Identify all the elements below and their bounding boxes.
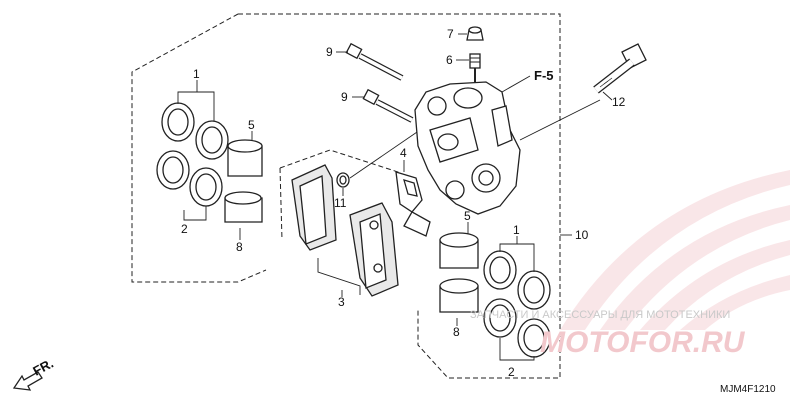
leader-11-link [349, 129, 421, 179]
callout-3: 3 [338, 295, 345, 309]
leader-2-bottom [499, 338, 535, 361]
diagram-code: MJM4F1210 [720, 384, 776, 395]
bleed-valve-cap [466, 26, 484, 41]
watermark-brand: MOTOFOR.RU [540, 326, 746, 359]
piston-seal-group-left [156, 102, 263, 223]
callout-6: 6 [446, 53, 453, 67]
callout-7: 7 [447, 27, 454, 41]
callout-11: 11 [334, 196, 347, 210]
plug [336, 172, 350, 188]
callout-8-bottom: 8 [453, 325, 460, 339]
left-dashed-group [131, 13, 561, 283]
callout-4: 4 [400, 146, 407, 160]
callout-12: 12 [612, 95, 626, 109]
callout-9-bottom: 9 [341, 90, 348, 104]
watermark-wing-logo [560, 170, 790, 330]
callout-10: 10 [575, 228, 589, 242]
callout-5-top: 5 [248, 118, 255, 132]
reference-label-f5: F-5 [534, 68, 554, 83]
callout-5-bottom: 5 [464, 209, 471, 223]
front-direction-arrow [12, 371, 43, 391]
leader-3 [317, 258, 361, 297]
bleed-valve [469, 53, 481, 82]
callout-1-top: 1 [193, 67, 200, 81]
leader-12-link [519, 99, 601, 141]
piston-seal-group-right [439, 232, 551, 358]
callout-2-top: 2 [181, 222, 188, 236]
leader-1-top [177, 80, 215, 121]
callout-1-bottom: 1 [513, 223, 520, 237]
leader-12 [602, 91, 613, 101]
callout-2-bottom: 2 [508, 365, 515, 379]
leader-2-top [183, 206, 207, 221]
pad-pin-upper [345, 42, 404, 81]
leader-1-bottom [499, 236, 535, 272]
mounting-bolt [593, 43, 647, 94]
leader-f5 [501, 75, 531, 93]
callout-9-top: 9 [326, 45, 333, 59]
pad-dashed-group [279, 149, 419, 241]
callout-8-top: 8 [236, 240, 243, 254]
pad-pin-lower [362, 88, 414, 123]
watermark-tagline: ЗАПЧАСТИ И АКСЕССУАРЫ ДЛЯ МОТОТЕХНИКИ [470, 309, 730, 321]
pad-spring [395, 171, 431, 237]
caliper-body [414, 81, 521, 215]
brake-pad-set [291, 164, 399, 297]
